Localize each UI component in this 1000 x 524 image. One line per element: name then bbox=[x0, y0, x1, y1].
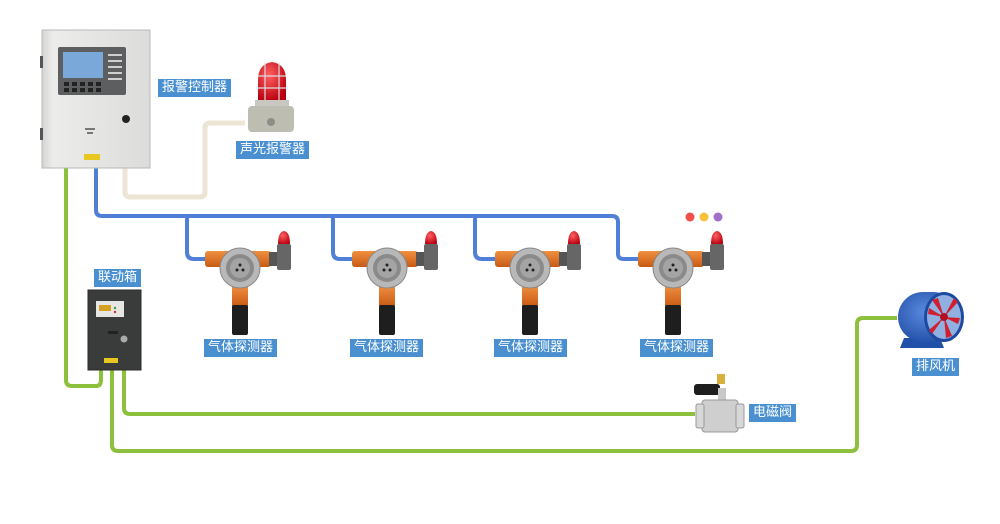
detector-label: 气体探测器 bbox=[350, 339, 424, 357]
fan-label: 排风机 bbox=[912, 358, 960, 376]
detectors-group bbox=[205, 231, 724, 335]
solenoid-valve-icon[interactable] bbox=[694, 374, 745, 433]
alarm-controller-icon[interactable] bbox=[40, 29, 151, 169]
indicator-dot bbox=[713, 212, 723, 222]
gas-detector-icon[interactable] bbox=[495, 231, 581, 335]
indicator-dot bbox=[699, 212, 709, 222]
exhaust-fan-icon[interactable] bbox=[898, 292, 964, 348]
gas-detector-icon[interactable] bbox=[352, 231, 438, 335]
gas-detector-icon[interactable] bbox=[638, 231, 724, 335]
detector-label: 气体探测器 bbox=[204, 339, 278, 357]
linkage-box-icon[interactable] bbox=[87, 289, 142, 371]
controller-label: 报警控制器 bbox=[158, 79, 232, 97]
linkage-lines bbox=[64, 168, 897, 453]
gas-detector-icon[interactable] bbox=[205, 231, 291, 335]
strobe-siren-icon[interactable] bbox=[248, 62, 294, 132]
detector-label: 气体探测器 bbox=[494, 339, 568, 357]
valve-label: 电磁阀 bbox=[749, 404, 797, 422]
linkage-box-label: 联动箱 bbox=[94, 269, 142, 287]
indicator-dot bbox=[685, 212, 695, 222]
signal-bus bbox=[94, 166, 640, 261]
siren-cable bbox=[122, 120, 245, 200]
detector-label: 气体探测器 bbox=[640, 339, 714, 357]
indicator-dots bbox=[685, 212, 723, 222]
siren-label: 声光报警器 bbox=[236, 141, 310, 159]
